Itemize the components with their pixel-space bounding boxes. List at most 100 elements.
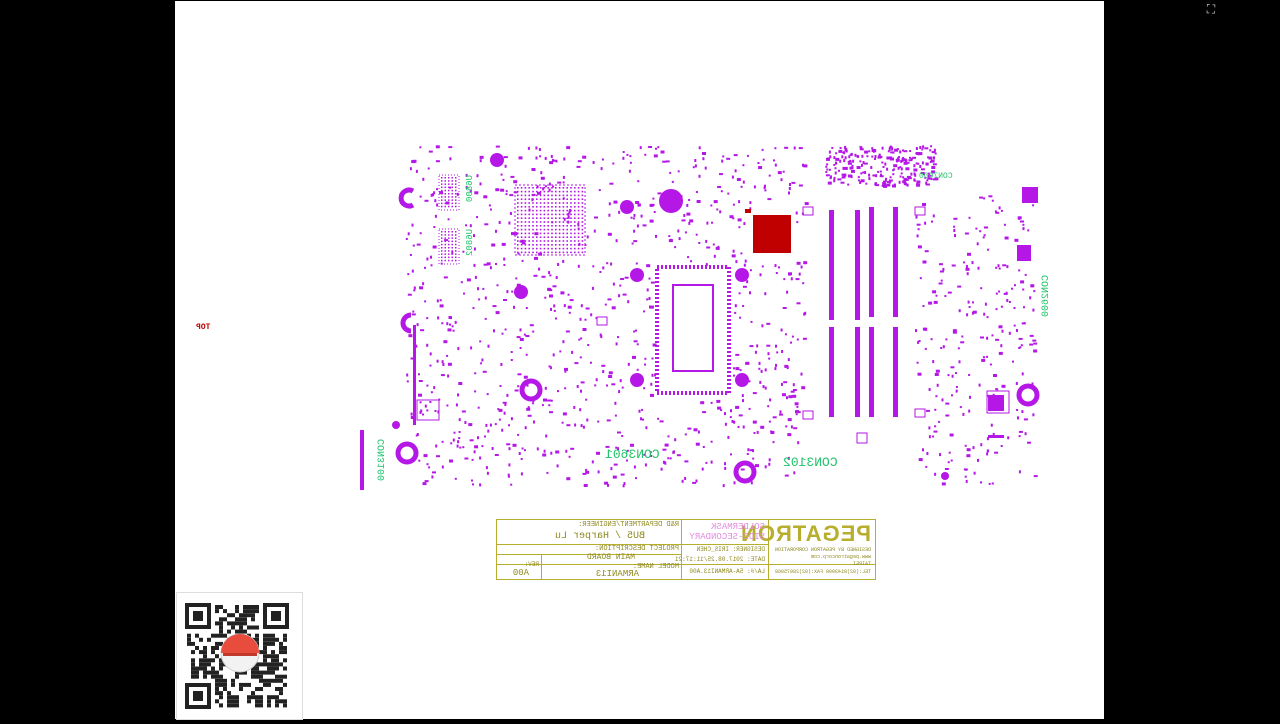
pad [424,199,429,202]
bga-ball [558,206,561,208]
pad [527,146,530,150]
pad [980,287,983,290]
pad [620,278,625,280]
qr-module [259,687,263,691]
bga-ball [524,228,527,231]
qr-module [259,662,263,667]
pad [487,429,490,433]
bga-ball [524,190,527,193]
pad [922,327,927,330]
pad [976,242,979,246]
pad [838,149,843,153]
pad [786,396,788,400]
pad [886,180,891,183]
bga-ball [574,232,576,235]
pad [577,264,580,268]
pad [768,462,771,466]
bga-ball [532,240,534,242]
pad [906,178,909,181]
pad [1006,299,1009,302]
pad [1023,306,1025,309]
bga-ball [536,198,538,200]
pad [439,304,444,308]
model-name: ARMANI13 [595,569,639,579]
pad [469,189,472,193]
pad [495,145,500,148]
pad [424,300,427,303]
qr-module [283,674,287,679]
pad [760,369,763,373]
con3601-label: CON3601 [605,447,660,462]
pad [926,162,929,166]
pad [565,449,568,453]
bga-ball [581,247,584,250]
pad [562,197,565,200]
bga-ball [517,206,519,208]
pad [920,168,925,171]
pad [727,435,730,439]
qr-module [243,617,247,622]
pad [891,147,894,151]
qr-module [195,674,199,679]
pad [752,392,757,395]
pad [497,408,500,411]
bga-ball [528,247,530,250]
pad [772,416,777,419]
chip-ball [455,205,457,208]
bga-ball [524,213,527,216]
pad [631,242,634,245]
pad [780,328,783,332]
pad [415,344,418,348]
chip-ball [455,180,457,182]
pad [929,174,932,177]
pad [577,227,580,230]
chip-ball [448,240,450,243]
qr-module [235,670,239,675]
pad [626,459,628,462]
qr-module [263,646,267,650]
pad [847,174,852,178]
qr-module [231,678,235,683]
bga-ball [574,240,576,242]
chip-ball [451,202,453,205]
bga-ball [551,190,553,193]
bga-ball [558,213,561,216]
pad [917,372,922,376]
qr-module [223,682,227,687]
pad [601,158,604,161]
qr-module [259,699,263,704]
pad [844,156,847,160]
pad [918,340,921,342]
pad [752,457,755,460]
bga-ball [536,194,538,197]
pad [408,334,413,338]
pad [610,262,613,266]
pad [429,352,432,356]
pad [577,160,582,163]
pad [791,181,796,184]
chip-ball [444,177,446,179]
pad [526,383,529,387]
pad [779,410,782,414]
pad [984,226,988,229]
outline-parts [416,206,1010,444]
pad [913,168,918,172]
pad [845,166,848,170]
bga-ball [581,228,584,231]
pad [803,261,808,265]
exit-fullscreen-icon[interactable]: ⛶ [1206,2,1216,16]
pad [874,158,876,160]
pad [567,212,570,216]
qr-module [203,662,207,667]
pad [479,340,482,343]
pad [1015,382,1018,385]
qr-module [275,674,279,679]
pad [586,235,589,239]
pad [907,177,912,180]
bga-ball [543,206,546,208]
qr-module [231,613,235,618]
qr-module [275,658,279,663]
pad [762,158,765,161]
bga-ball [581,190,584,193]
pad [541,404,544,407]
